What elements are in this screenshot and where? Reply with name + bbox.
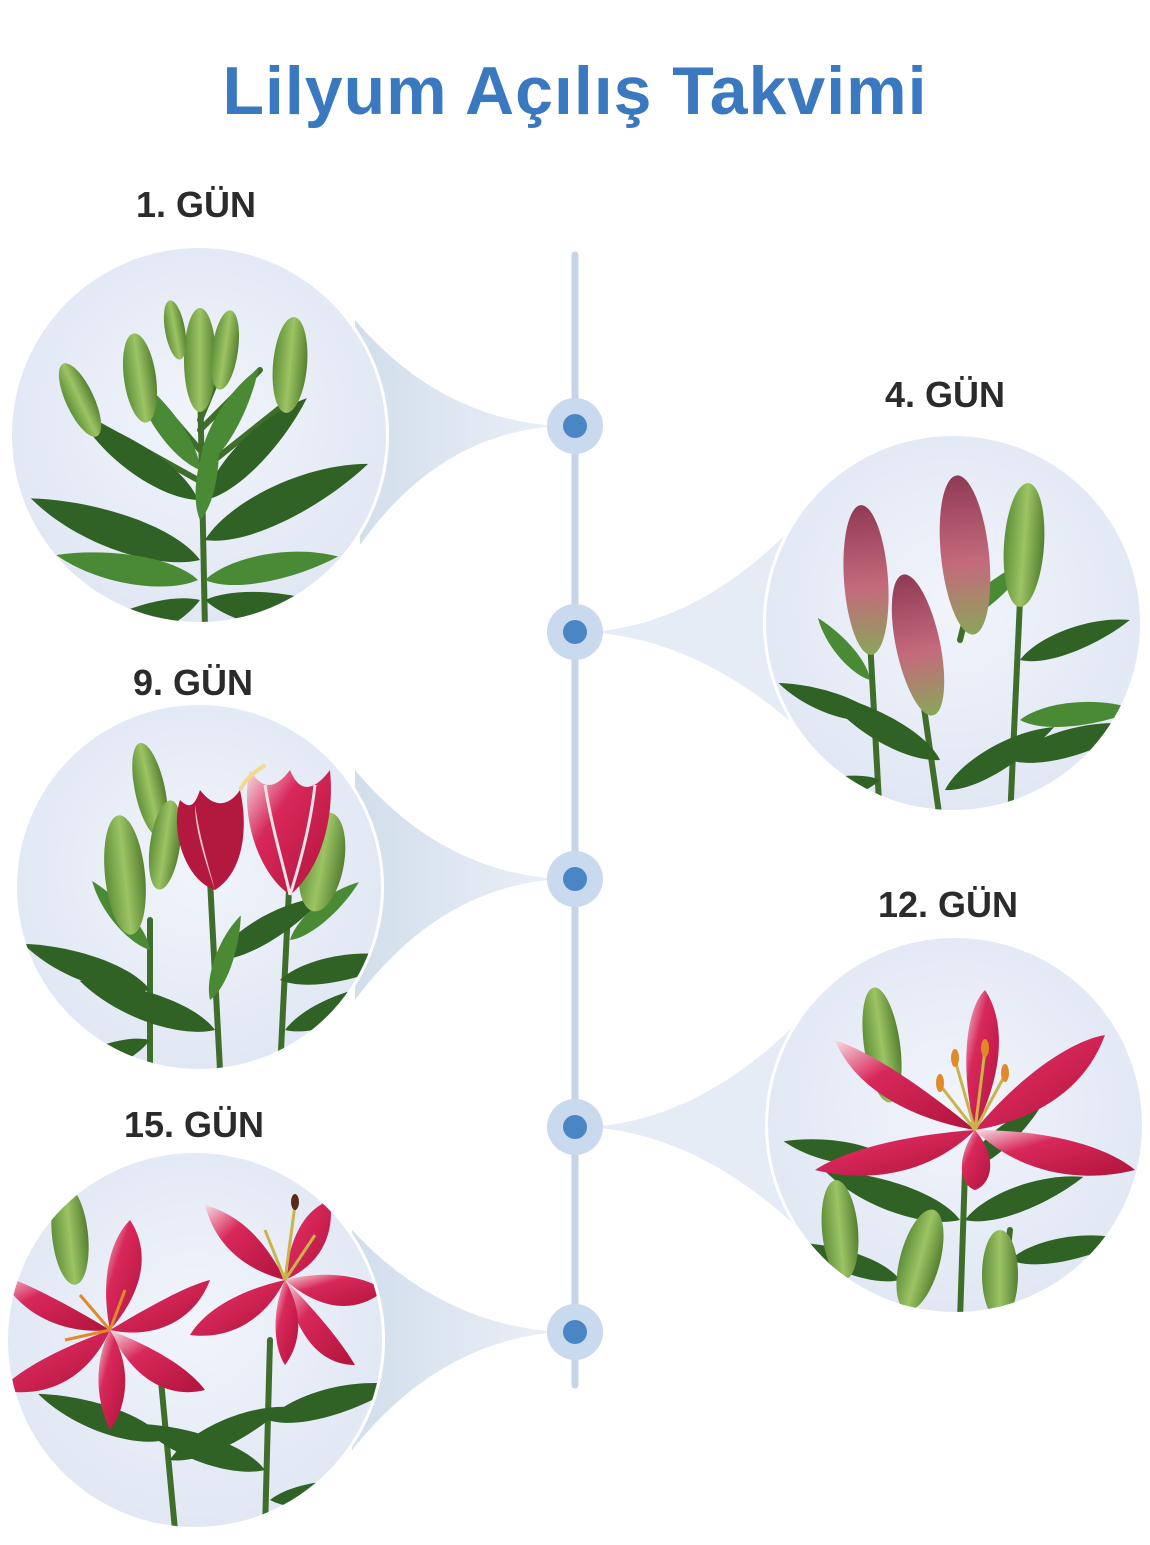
stage-label-day-15: 15. GÜN <box>124 1104 265 1145</box>
timeline-node-day-9 <box>547 851 603 907</box>
lily-photo-day-12 <box>765 935 1145 1315</box>
timeline-node-day-15 <box>547 1304 603 1360</box>
connector-day-9 <box>355 770 560 1000</box>
lily-photo-day-15 <box>5 1150 385 1530</box>
lily-photo-day-1 <box>9 245 389 625</box>
stage-label-day-9: 9. GÜN <box>133 662 254 703</box>
lily-photo-day-4 <box>763 433 1143 813</box>
connector-day-15 <box>352 1230 560 1450</box>
lily-photo-day-9 <box>14 702 384 1072</box>
page-title: Lilyum Açılış Takvimi <box>222 53 928 129</box>
connector-day-1 <box>355 320 560 545</box>
timeline-node-day-1 <box>547 398 603 454</box>
timeline-node-day-4 <box>547 604 603 660</box>
timeline-node-day-12 <box>547 1099 603 1155</box>
connector-day-4 <box>590 520 800 730</box>
stage-label-day-1: 1. GÜN <box>136 184 257 225</box>
stage-label-day-4: 4. GÜN <box>885 374 1006 415</box>
stage-label-day-12: 12. GÜN <box>878 884 1019 925</box>
connector-day-12 <box>590 1020 800 1230</box>
